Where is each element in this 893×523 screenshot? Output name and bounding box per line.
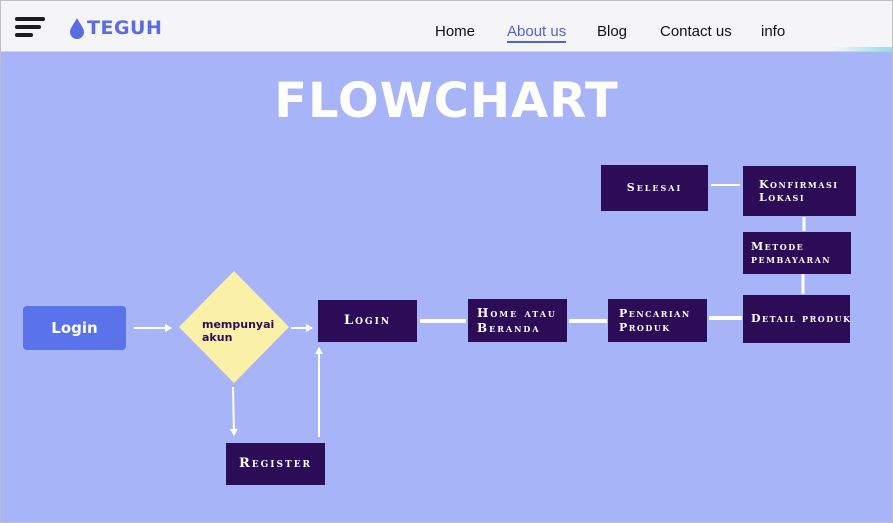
process-home-beranda-label: Home atau Beranda	[477, 306, 557, 335]
process-login: Login	[318, 300, 417, 342]
process-register-label: Register	[238, 456, 313, 472]
page-title: FLOWCHART	[274, 73, 619, 129]
arrow-decision-to-register	[229, 386, 238, 436]
process-konfirmasi-lokasi-label: Konfirmasi Lokasi	[759, 177, 839, 204]
process-selesai: Selesai	[601, 165, 708, 211]
process-konfirmasi-lokasi: Konfirmasi Lokasi	[743, 166, 856, 216]
nav-link-blog[interactable]: Blog	[597, 23, 628, 40]
nav-link-info[interactable]: info	[761, 23, 786, 40]
process-home-beranda: Home atau Beranda	[468, 299, 567, 342]
process-selesai-label: Selesai	[626, 181, 683, 195]
brand-name: TEGUH	[87, 17, 163, 39]
flowchart-canvas	[1, 52, 892, 522]
navbar-accent-stripe	[832, 47, 892, 52]
water-drop-icon	[70, 18, 84, 39]
nav-link-home[interactable]: Home	[435, 23, 476, 40]
hamburger-menu-icon[interactable]	[15, 17, 47, 39]
process-metode-pembayaran: Metode pembayaran	[743, 232, 851, 274]
nav-link-contact-us[interactable]: Contact us	[660, 23, 732, 40]
process-detail-produk-label: Detail produk	[751, 312, 852, 326]
brand-logo[interactable]: TEGUH	[69, 13, 162, 43]
process-metode-pembayaran-label: Metode pembayaran	[751, 239, 832, 266]
process-register: Register	[226, 443, 325, 485]
decision-label: mempunyai akun	[202, 318, 275, 344]
start-login-button[interactable]: Login	[23, 306, 126, 350]
decision-diamond	[179, 271, 289, 383]
nav-link-about-us[interactable]: About us	[507, 23, 567, 43]
process-pencarian-produk-label: Pencarian Produk	[619, 307, 691, 334]
process-detail-produk: Detail produk	[743, 295, 850, 343]
process-pencarian-produk: Pencarian Produk	[608, 299, 707, 342]
process-login-label: Login	[343, 313, 392, 329]
navbar: TEGUH Home About us Blog Contact us info	[1, 1, 892, 52]
